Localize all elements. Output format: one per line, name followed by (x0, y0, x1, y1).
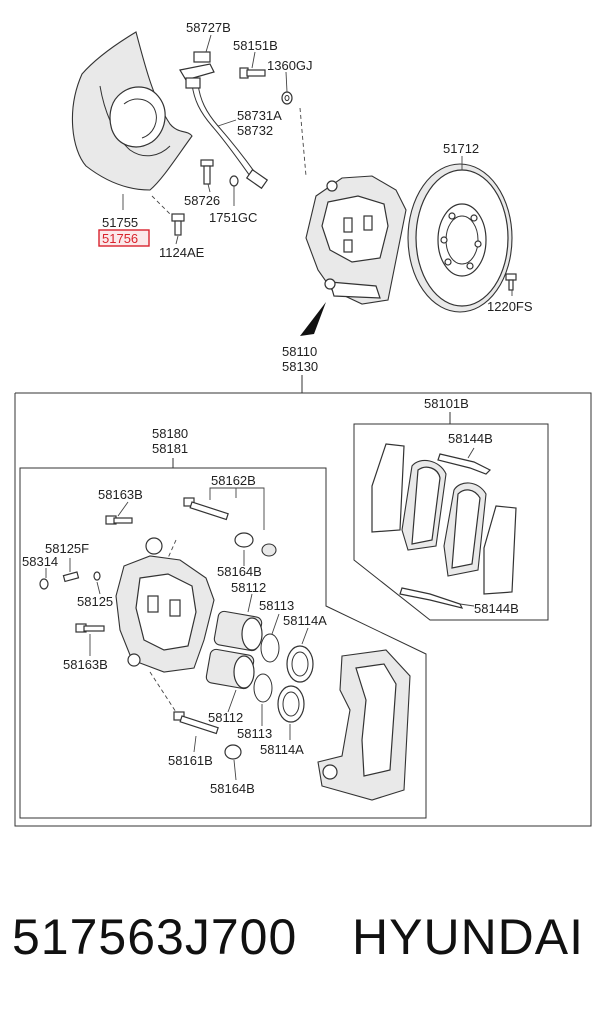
brake-disc-part (407, 163, 513, 313)
pointer-arrow (300, 302, 326, 336)
label-58110: 58110 (282, 344, 317, 359)
piston-bottom-part (205, 648, 255, 690)
label-58181: 58181 (152, 441, 188, 456)
label-58113-top: 58113 (259, 598, 294, 613)
label-58101b: 58101B (424, 396, 469, 411)
bolt-1124ae-part (171, 213, 185, 236)
label-58114a-bottom: 58114A (260, 742, 304, 757)
label-58125f: 58125F (45, 541, 89, 556)
caliper-breakdown-frame (14, 375, 592, 827)
label-58314: 58314 (22, 554, 58, 569)
caliper-assembly-part (305, 175, 407, 305)
label-58112-top: 58112 (231, 580, 266, 595)
boot-58164b-top-part (234, 532, 277, 557)
label-58161b: 58161B (168, 753, 213, 768)
pad-kit-leaders (459, 447, 475, 607)
label-58164b-top: 58164B (217, 564, 262, 579)
caliper-housing-part (115, 537, 215, 673)
pad-kit-frame (353, 412, 549, 621)
label-58125: 58125 (77, 594, 113, 609)
piston-top-part (213, 610, 263, 652)
label-58180: 58180 (152, 426, 188, 441)
caliper-body-frame (19, 458, 427, 819)
label-58112-bottom: 58112 (208, 710, 243, 725)
label-58151b: 58151B (233, 38, 278, 53)
bolt-58726-part (200, 159, 214, 185)
guide-pin-58162b-part (183, 497, 229, 521)
bolt-58151b-part (239, 67, 266, 79)
seal-58113-top-part (260, 633, 280, 663)
seal-58114a-top-part (286, 645, 314, 683)
label-58727b: 58727B (186, 20, 231, 35)
label-58164b-bottom: 58164B (210, 781, 255, 796)
label-58732: 58732 (237, 123, 273, 138)
label-58144b-top: 58144B (448, 431, 493, 446)
label-58163b-bottom: 58163B (63, 657, 108, 672)
label-1751gc: 1751GC (209, 210, 257, 225)
bolt-58163b-top-part (105, 515, 133, 525)
label-58162b: 58162B (211, 473, 256, 488)
caliper-bracket-part (317, 649, 411, 801)
label-58144b-bottom: 58144B (474, 601, 519, 616)
part-number-caption: 517563J700 (12, 909, 298, 965)
label-1220fs: 1220FS (487, 299, 533, 314)
label-58726: 58726 (184, 193, 220, 208)
boot-58164b-bottom-part (224, 744, 242, 760)
label-58731a: 58731A (237, 108, 282, 123)
guide-pin-lower-part (173, 711, 219, 735)
label-51756-highlighted: 51756 (102, 231, 138, 246)
label-58130: 58130 (282, 359, 318, 374)
screw-1220fs-part (505, 273, 517, 291)
seal-58114a-bottom-part (277, 685, 305, 723)
label-51712: 51712 (443, 141, 479, 156)
bolt-58163b-bottom-part (75, 623, 105, 633)
caliper-body-leaders (45, 487, 309, 781)
dust-cover-part (71, 31, 193, 191)
brand-caption: HYUNDAI (352, 909, 585, 965)
label-1360gj: 1360GJ (267, 58, 313, 73)
label-51755: 51755 (102, 215, 138, 230)
label-58114a-top: 58114A (283, 613, 327, 628)
washer-1360gj-part (281, 91, 293, 105)
washer-1751gc-part (229, 175, 239, 187)
top-leaders (122, 34, 513, 296)
seal-58113-bottom-part (253, 673, 273, 703)
brake-pads-part (371, 443, 517, 595)
label-58113-bottom: 58113 (237, 726, 272, 741)
cap-58125-part (93, 571, 101, 581)
bleeder-58125f-part (62, 571, 80, 583)
highlight-box (98, 229, 150, 247)
label-1124ae: 1124AE (159, 245, 205, 260)
pad-shim-58144b-part (399, 453, 492, 609)
cap-58314-part (39, 578, 49, 590)
label-58163b-top: 58163B (98, 487, 143, 502)
